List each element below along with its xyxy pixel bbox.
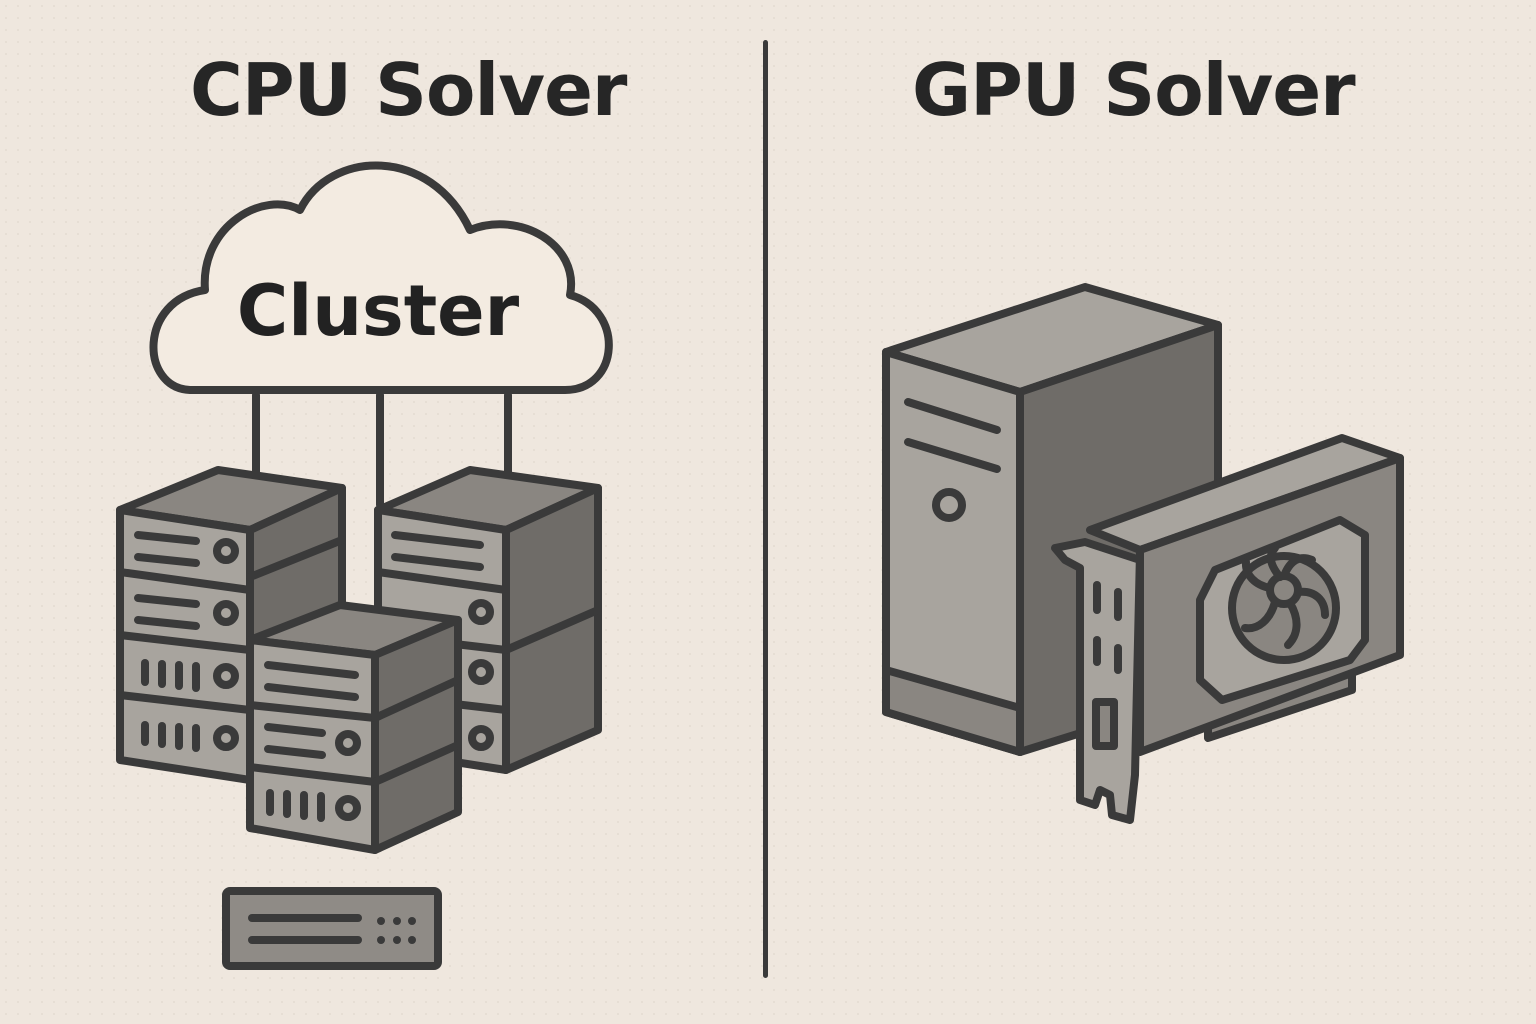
panel-divider: [763, 40, 768, 978]
server-tower-front: [246, 601, 462, 854]
cpu-solver-title: CPU Solver: [190, 48, 627, 132]
cloud-icon: Cluster: [149, 161, 613, 394]
gpu-solver-title: GPU Solver: [912, 48, 1356, 132]
network-switch-icon: [222, 887, 442, 970]
cloud-label: Cluster: [237, 270, 520, 352]
graphics-card-icon: [1051, 434, 1404, 824]
server-tower-right: [374, 466, 602, 774]
cluster-connections: [252, 391, 512, 509]
